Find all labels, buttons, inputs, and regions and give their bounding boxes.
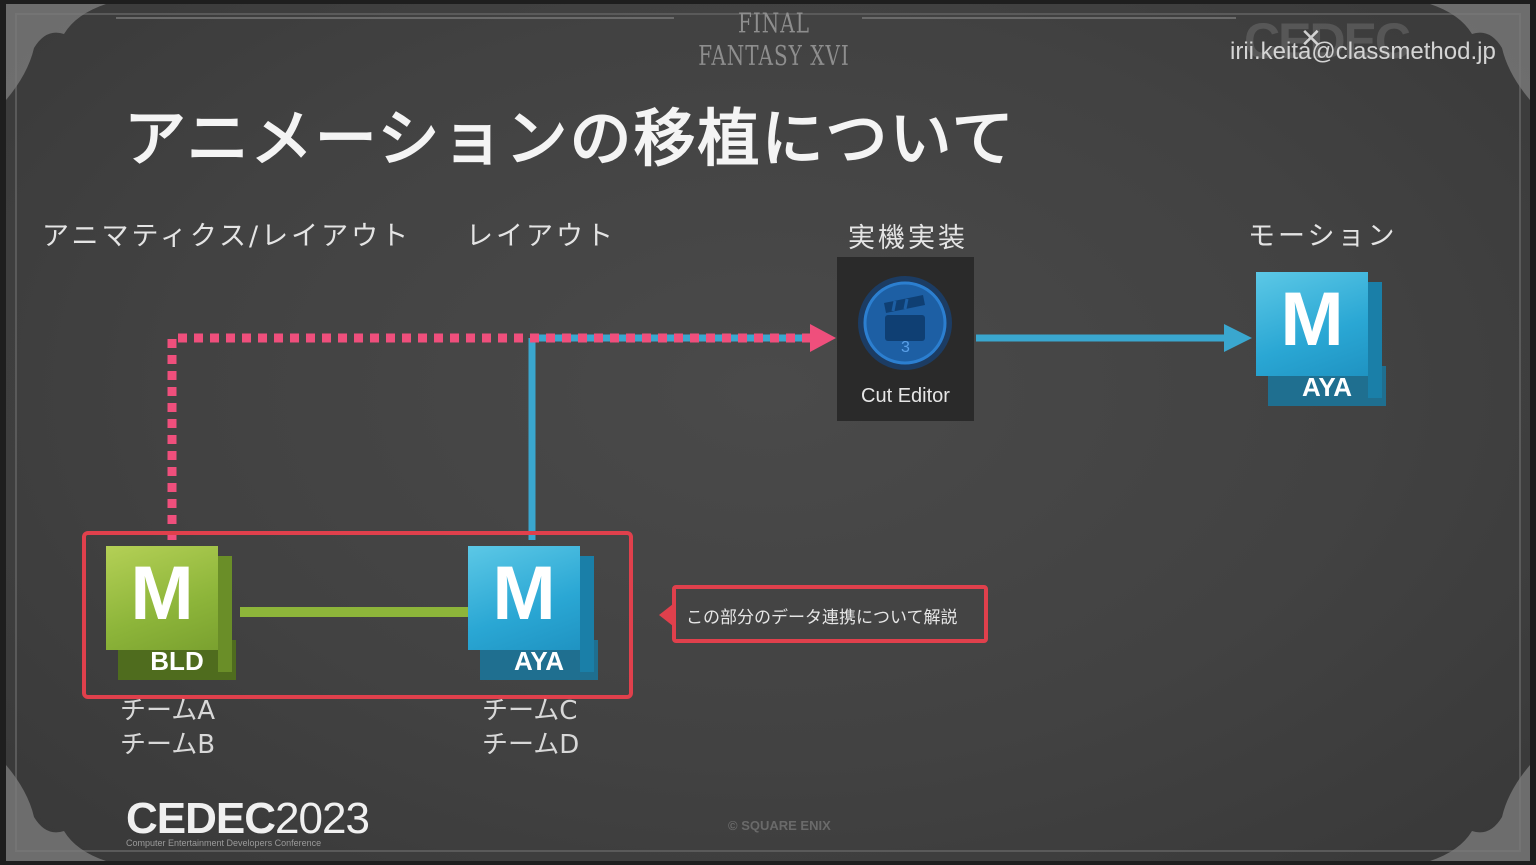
column-label-implementation: 実機実装: [848, 223, 968, 254]
maya-bld-icon[interactable]: M BLD: [106, 546, 236, 686]
blue-arrow-head: [1224, 324, 1252, 352]
column-label-animatics: アニマティクス/レイアウト: [42, 221, 412, 252]
callout-box: この部分のデータ連携について解説: [672, 585, 988, 643]
maya-bld-letter: M: [130, 551, 194, 636]
clapperboard-icon: [858, 276, 952, 370]
team-label: チームB: [120, 730, 216, 760]
cedec-logo-subtitle: Computer Entertainment Developers Confer…: [126, 838, 322, 848]
cedec-logo-name: CEDEC: [126, 794, 276, 843]
team-list-right: チームC チームD: [482, 694, 579, 762]
watermark-email: irii.keita@classmethod.jp: [1230, 38, 1496, 65]
watermark-logo: CEDEC: [1244, 13, 1411, 69]
maya-layout-icon[interactable]: M AYA: [468, 546, 598, 686]
maya-motion-icon[interactable]: M AYA: [1256, 272, 1386, 412]
callout-text: この部分のデータ連携について解説: [686, 608, 958, 628]
pink-flow-route: [167, 333, 810, 540]
maya-layout-letter: M: [492, 551, 556, 636]
cedec-logo: CEDEC2023: [126, 794, 370, 844]
column-label-motion: モーション: [1248, 221, 1398, 252]
game-brand: FINAL FANTASY XVI: [698, 7, 850, 72]
cut-editor-badge: 3: [901, 339, 910, 356]
slide-title: アニメーションの移植について: [124, 102, 1016, 175]
maya-bld-tag: BLD: [150, 646, 204, 676]
team-label: チームA: [120, 696, 216, 726]
flow-arrows: [167, 324, 1252, 617]
cut-editor-tile[interactable]: 3 Cut Editor: [837, 257, 974, 421]
maya-motion-tag: AYA: [1301, 372, 1353, 402]
close-icon[interactable]: ✕: [1300, 24, 1322, 54]
callout-pointer: [659, 604, 673, 626]
pink-arrow-head: [810, 324, 836, 352]
column-label-layout: レイアウト: [466, 221, 616, 252]
maya-motion-letter: M: [1280, 277, 1344, 362]
copyright-notice: © SQUARE ENIX: [728, 818, 831, 833]
team-list-left: チームA チームB: [120, 694, 215, 762]
slide: FINAL FANTASY XVI CEDEC ✕ irii.keita@cla…: [6, 4, 1530, 861]
maya-layout-tag: AYA: [513, 646, 565, 676]
team-label: チームC: [482, 696, 578, 726]
highlight-box: [82, 531, 633, 699]
cedec-logo-year: 2023: [275, 794, 370, 843]
cut-editor-label: Cut Editor: [861, 385, 950, 407]
team-label: チームD: [482, 730, 580, 760]
